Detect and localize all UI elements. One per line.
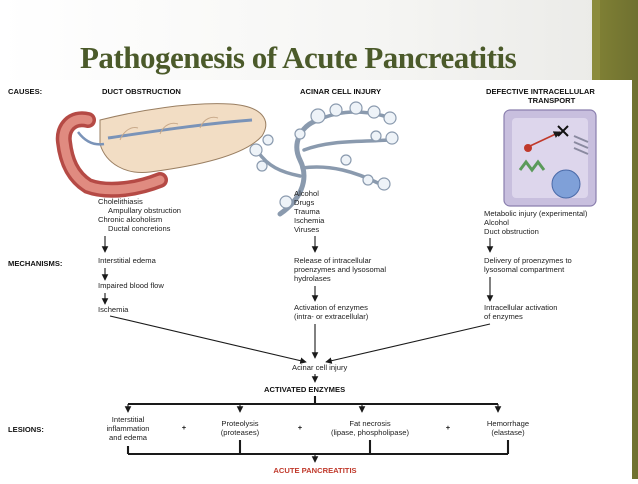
duct-mechanism-3: Ischemia [98, 305, 129, 314]
transport-cause-2: Alcohol [484, 218, 509, 227]
acinar-cause-2: Drugs [294, 198, 314, 207]
transport-mechanism-4: of enzymes [484, 312, 523, 321]
acinar-causes-list: Alcohol Drugs Trauma Ischemia Viruses [294, 189, 325, 234]
lesion-2-line-2: (proteases) [221, 428, 260, 437]
central-acinar-injury: Acinar cell injury [292, 363, 347, 372]
lesion-proteolysis: Proteolysis (proteases) [221, 419, 260, 437]
plus-sign-3: + [446, 423, 451, 432]
lesion-3-line-2: (lipase, phospholipase) [331, 428, 410, 437]
acinar-mechanism-4: Activation of enzymes [294, 303, 368, 312]
header-defective-transport-1: DEFECTIVE INTRACELLULAR [486, 87, 595, 96]
header-defective-transport-2: TRANSPORT [528, 96, 576, 105]
lesion-1-line-3: and edema [109, 433, 148, 442]
central-activated-enzymes: ACTIVATED ENZYMES [264, 385, 345, 394]
lesion-4-line-2: (elastase) [491, 428, 525, 437]
acinar-mechanism-5: (intra- or extracellular) [294, 312, 369, 321]
lesion-1-line-2: inflammation [106, 424, 149, 433]
lesion-fat-necrosis: Fat necrosis (lipase, phospholipase) [331, 419, 410, 437]
transport-causes-list: Metabolic injury (experimental) Alcohol … [484, 209, 588, 236]
acinar-cause-1: Alcohol [294, 189, 319, 198]
outcome-acute-pancreatitis: ACUTE PANCREATITIS [273, 466, 356, 475]
lesion-2-line-1: Proteolysis [221, 419, 258, 428]
acinar-mechanism-2: proenzymes and lysosomal [294, 265, 386, 274]
label-mechanisms: MECHANISMS: [8, 259, 62, 268]
arrow-transport-to-injury [325, 323, 491, 364]
acinar-mechanism-3: hydrolases [294, 274, 331, 283]
lesion-4-line-1: Hemorrhage [487, 419, 529, 428]
pancreas-duodenum-illustration [55, 103, 267, 198]
acinar-mechanism-1: Release of intracellular [294, 256, 372, 265]
lesion-interstitial: Interstitial inflammation and edema [106, 415, 149, 442]
lesion-1-line-1: Interstitial [112, 415, 145, 424]
transport-mechanism-3: Intracellular activation [484, 303, 557, 312]
duct-mechanism-1: Interstitial edema [98, 256, 157, 265]
cell-transport-illustration [503, 109, 597, 207]
duct-causes-list: Cholelithiasis Ampullary obstruction Chr… [98, 197, 181, 233]
plus-sign-1: + [182, 423, 187, 432]
duct-cause-1: Cholelithiasis [98, 197, 143, 206]
acinar-cause-3: Trauma [294, 207, 321, 216]
acinar-cause-4: Ischemia [294, 216, 325, 225]
plus-sign-2: + [298, 423, 303, 432]
lesion-hemorrhage: Hemorrhage (elastase) [487, 419, 529, 437]
pathogenesis-figure: CAUSES: MECHANISMS: LESIONS: DUCT OBSTRU… [0, 80, 632, 479]
slide-title: Pathogenesis of Acute Pancreatitis [80, 40, 517, 75]
lesion-3-line-1: Fat necrosis [349, 419, 391, 428]
acinar-branching-illustration [249, 101, 399, 217]
label-lesions: LESIONS: [8, 425, 44, 434]
acinar-cause-5: Viruses [294, 225, 319, 234]
transport-cause-1: Metabolic injury (experimental) [484, 209, 588, 218]
transport-mechanism-2: lysosomal compartment [484, 265, 565, 274]
label-causes: CAUSES: [8, 87, 42, 96]
duct-cause-3: Chronic alcoholism [98, 215, 162, 224]
duct-cause-4: Ductal concretions [108, 224, 171, 233]
transport-mechanism-1: Delivery of proenzymes to [484, 256, 572, 265]
transport-cause-3: Duct obstruction [484, 227, 539, 236]
arrow-ischemia-to-injury [109, 315, 307, 364]
duct-mechanism-2: Impaired blood flow [98, 281, 164, 290]
duct-cause-2: Ampullary obstruction [108, 206, 181, 215]
header-acinar-cell-injury: ACINAR CELL INJURY [300, 87, 381, 96]
header-duct-obstruction: DUCT OBSTRUCTION [102, 87, 181, 96]
